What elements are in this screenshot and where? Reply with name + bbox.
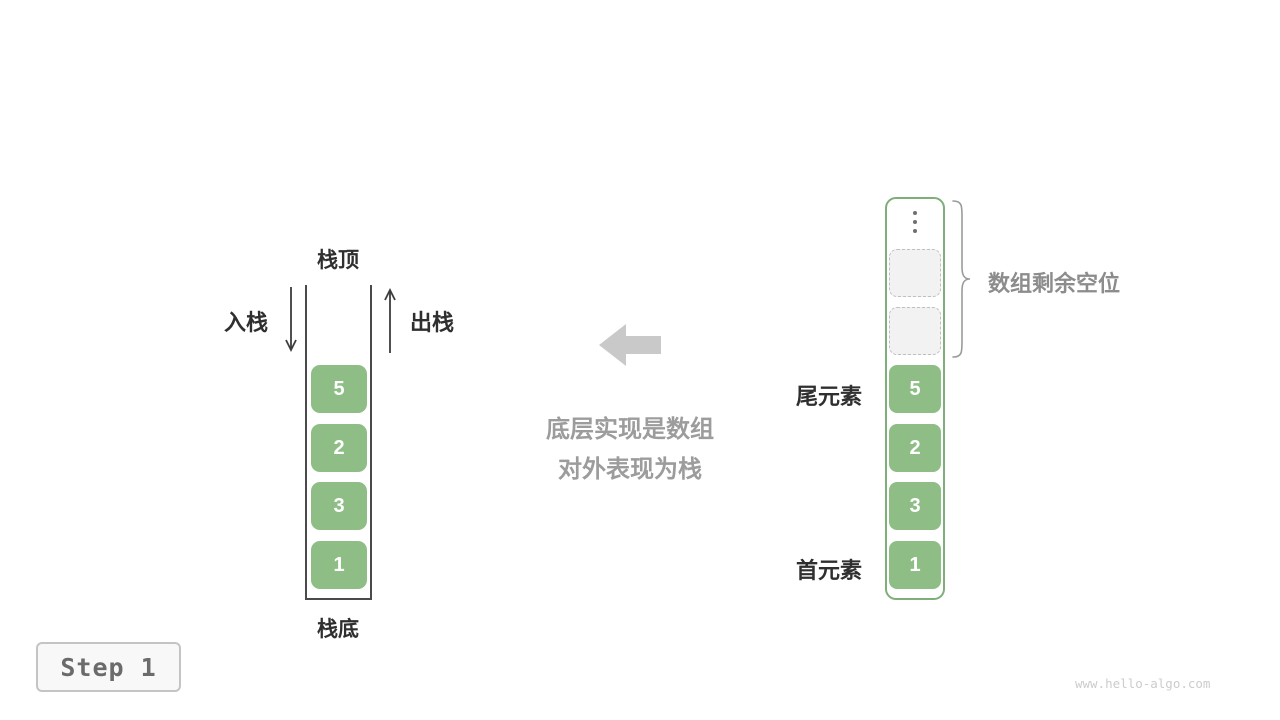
caption: 底层实现是数组 对外表现为栈 [480, 410, 780, 490]
pop-up-arrow-icon [384, 287, 396, 353]
empty-slot [889, 307, 941, 355]
stack-top-label: 栈顶 [317, 249, 359, 272]
left-arrow-icon [599, 324, 661, 366]
step-badge: Step 1 [36, 642, 181, 692]
first-element-label: 首元素 [795, 558, 862, 583]
brace-icon [952, 200, 971, 358]
stack-cell: 3 [311, 482, 367, 530]
array-cell: 1 [889, 541, 941, 589]
caption-line1: 底层实现是数组 [546, 416, 714, 443]
push-label: 入栈 [223, 310, 268, 335]
remaining-slots-label: 数组剩余空位 [988, 271, 1121, 296]
tail-element-label: 尾元素 [795, 384, 862, 409]
stack-cell: 2 [311, 424, 367, 472]
array-cell: 2 [889, 424, 941, 472]
push-down-arrow-icon [285, 287, 297, 353]
caption-line2: 对外表现为栈 [558, 456, 702, 483]
stack-cell: 5 [311, 365, 367, 413]
stack-cell: 1 [311, 541, 367, 589]
array-cell: 3 [889, 482, 941, 530]
empty-slot [889, 249, 941, 297]
watermark: www.hello-algo.com [1075, 676, 1211, 691]
stack-bottom-label: 栈底 [317, 618, 359, 641]
pop-label: 出栈 [410, 310, 455, 335]
array-cell: 5 [889, 365, 941, 413]
